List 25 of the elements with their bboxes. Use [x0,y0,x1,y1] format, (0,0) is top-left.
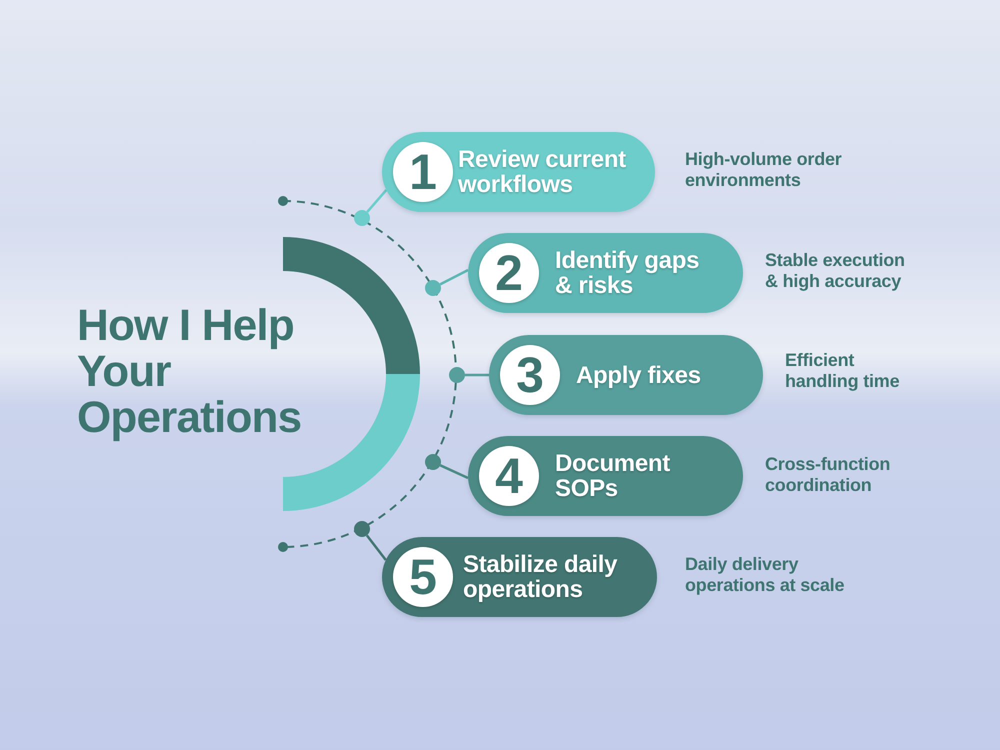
step-title: Identify gaps & risks [555,248,700,298]
leader-line [440,268,469,286]
step-pill [489,335,763,415]
step-title: Document SOPs [555,451,671,501]
leader-line [366,189,388,213]
outcome-text: Efficient handling time [785,350,900,392]
step-number: 2 [479,243,539,303]
outcome-text: Daily delivery operations at scale [685,554,846,596]
leader-line [440,464,469,480]
step-number: 4 [479,446,539,506]
step-title: Apply fixes [576,362,702,388]
step-number: 3 [500,345,560,405]
outcome-text: Cross-function coordination [765,454,892,496]
step-number: 5 [393,547,453,607]
step-pill [468,233,743,313]
step-pill [382,132,655,212]
leader-line [366,534,387,561]
step-number: 1 [393,142,453,202]
title: How I Help Your Operations [77,303,302,441]
step-title: Review current workflows [458,147,627,197]
step-title: Stabilize daily operations [463,552,618,602]
outcome-text: High-volume order environments [685,149,843,191]
leader-line [465,374,489,376]
outcome-text: Stable execution & high accuracy [765,250,906,292]
step-pill [382,537,657,617]
